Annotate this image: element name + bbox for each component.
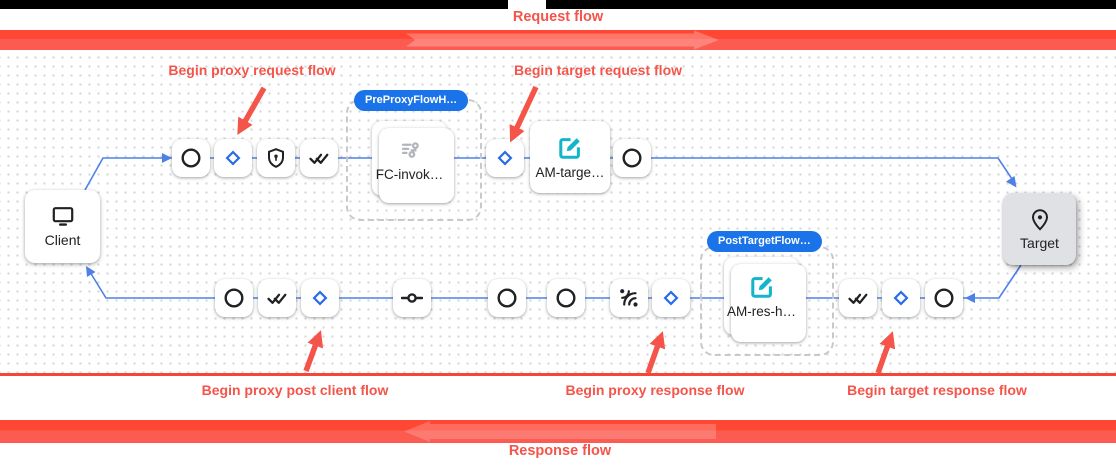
- request-flow-band: [0, 30, 1116, 50]
- policy-card-label: AM-res-h…: [726, 304, 796, 319]
- response-flow-band: [0, 420, 1116, 443]
- circle-step-icon: [224, 288, 244, 308]
- posttarget-flowhook-badge[interactable]: PostTargetFlow…: [707, 231, 822, 252]
- edit-square-icon: [559, 138, 580, 159]
- policy-card-label: AM-targe…: [535, 165, 605, 180]
- edge-target-to-response-row: [968, 264, 1022, 299]
- begin-proxy-post-client-label: Begin proxy post client flow: [201, 382, 389, 398]
- flow-canvas: PreProxyFlowH… PostTargetFlow… Client Ta…: [0, 50, 1116, 373]
- flow-edges: [84, 153, 1022, 303]
- diamond-step-icon: [663, 290, 679, 306]
- step-inline-connector[interactable]: [393, 279, 431, 317]
- client-node[interactable]: Client: [25, 190, 100, 263]
- step-target-response-start[interactable]: [925, 279, 963, 317]
- edge-client-to-request-row: [84, 157, 164, 191]
- begin-target-request-label: Begin target request flow: [513, 62, 683, 78]
- edit-square-icon: [750, 277, 772, 298]
- request-direction-arrow: [406, 30, 719, 50]
- step-target-request-end[interactable]: [613, 139, 651, 177]
- flow-callout-icon: [401, 141, 419, 158]
- begin-proxy-response-label: Begin proxy response flow: [565, 382, 745, 398]
- monitor-icon: [52, 206, 73, 226]
- circle-step-icon: [622, 148, 642, 168]
- policy-card-am-res[interactable]: AM-res-h…: [724, 257, 806, 342]
- request-flow-label: Request flow: [512, 9, 604, 25]
- step-begin-proxy-post-client-flow[interactable]: [301, 279, 339, 317]
- policy-card-am-target[interactable]: AM-targe…: [530, 121, 610, 193]
- arrowhead-request-start: [162, 153, 172, 163]
- double-check-icon: [267, 293, 287, 304]
- step-proxy-response-end[interactable]: [215, 279, 253, 317]
- step-proxy-response-marker[interactable]: [488, 279, 526, 317]
- antenna-icon: [620, 289, 638, 307]
- arrowhead-into-target: [1006, 176, 1017, 188]
- step-begin-target-response-flow[interactable]: [882, 279, 920, 317]
- top-black-bar: [0, 0, 1116, 9]
- diamond-step-icon: [497, 150, 513, 166]
- response-flow-label: Response flow: [508, 443, 612, 459]
- circle-step-icon: [934, 288, 954, 308]
- step-verify-policy[interactable]: [300, 139, 338, 177]
- client-label: Client: [44, 231, 81, 248]
- canvas-bottom-border: [0, 373, 1116, 376]
- step-begin-proxy-request-flow[interactable]: [214, 139, 252, 177]
- arrowhead-response-start: [965, 293, 975, 303]
- preproxy-flowhook-badge[interactable]: PreProxyFlowH…: [354, 90, 469, 111]
- begin-target-response-label: Begin target response flow: [847, 382, 1027, 398]
- response-direction-arrow: [404, 421, 716, 442]
- step-begin-proxy-response-flow[interactable]: [652, 279, 690, 317]
- target-label: Target: [1020, 234, 1059, 251]
- target-node[interactable]: Target: [1003, 193, 1076, 265]
- top-bar-notch: [508, 0, 546, 9]
- arrowhead-into-client: [86, 266, 96, 277]
- step-post-client-policy[interactable]: [258, 279, 296, 317]
- policy-card-fc-invoke[interactable]: FC-invok…: [372, 121, 454, 203]
- double-check-icon: [848, 293, 868, 304]
- step-proxy-request-start[interactable]: [172, 139, 210, 177]
- step-begin-target-request-flow[interactable]: [486, 139, 524, 177]
- circle-step-icon: [181, 148, 201, 168]
- shield-key-icon: [268, 148, 284, 168]
- circle-step-icon: [497, 288, 517, 308]
- diamond-step-icon: [312, 290, 328, 306]
- policy-card-label: FC-invok…: [375, 166, 444, 182]
- circle-step-icon: [556, 288, 576, 308]
- location-pin-icon: [1031, 208, 1048, 231]
- step-response-marker[interactable]: [547, 279, 585, 317]
- begin-proxy-request-label: Begin proxy request flow: [168, 62, 336, 78]
- diamond-step-icon: [225, 150, 241, 166]
- inline-connector-icon: [401, 293, 423, 303]
- step-target-response-policy[interactable]: [839, 279, 877, 317]
- step-analytics-publish[interactable]: [610, 279, 648, 317]
- double-check-icon: [309, 153, 329, 164]
- step-security-policy[interactable]: [257, 139, 295, 177]
- diamond-step-icon: [893, 290, 909, 306]
